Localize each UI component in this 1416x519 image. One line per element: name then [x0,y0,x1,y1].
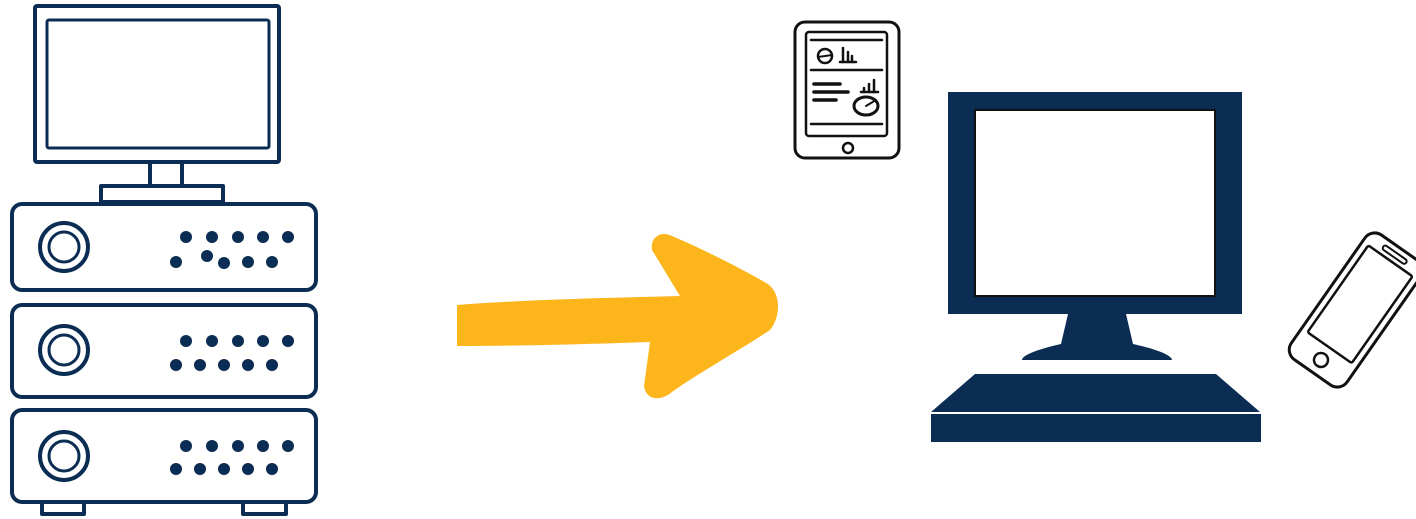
unit-3-indicator-lights [170,440,294,475]
desktop-stand [1022,314,1172,360]
smartphone-icon [1285,228,1416,392]
server-unit-icon [12,410,316,502]
tablet-bar-chart-icon [840,48,856,62]
tablet-text-lines [814,84,848,100]
unit-2-indicator-lights [170,335,294,371]
server-unit-icon [12,204,316,290]
unit-1-indicator-lights [170,231,294,269]
desktop-keyboard [931,374,1260,412]
rack-monitor-icon [35,6,279,202]
tablet-mini-bar-icon [861,80,878,92]
server-unit-icon [12,305,316,397]
desktop-base [931,414,1261,442]
tablet-dashboard-icon [795,22,899,158]
desktop-computer-icon [931,92,1261,442]
tablet-pie-chart-icon [854,97,878,115]
server-rack-with-monitor-icon [12,6,316,514]
desktop-screen [975,110,1215,296]
right-arrow-icon [457,234,778,398]
